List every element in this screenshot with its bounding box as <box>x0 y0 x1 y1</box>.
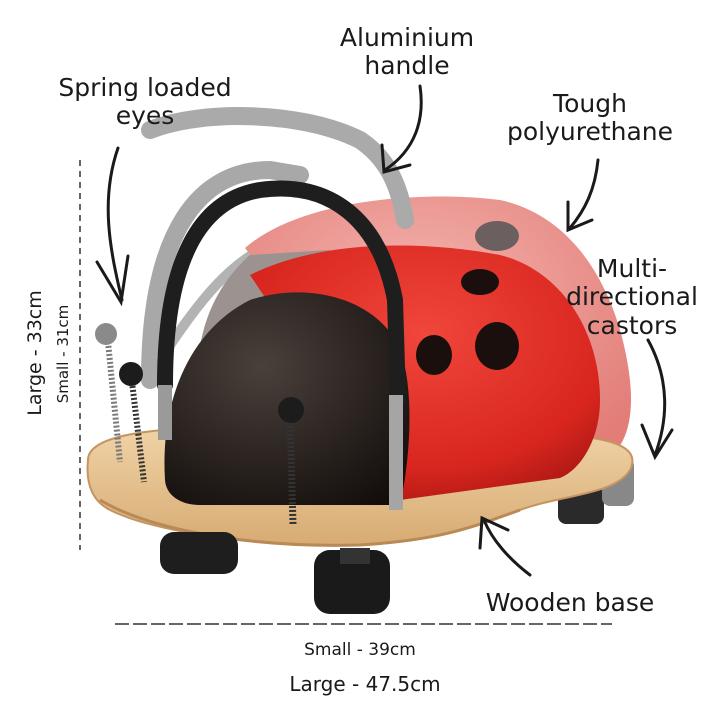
width-large-label: Large - 47.5cm <box>289 672 441 696</box>
castors-label: Multi- directional castors <box>552 254 712 340</box>
annotation-arrows <box>95 84 674 577</box>
handle-label: Aluminium handle <box>322 23 492 81</box>
dimension-lines <box>79 160 612 625</box>
height-small-label: Small - 31cm <box>54 304 72 404</box>
front-castors <box>160 532 390 614</box>
shell-line-1: Tough <box>553 89 627 118</box>
height-large-label: Large - 33cm <box>24 290 46 416</box>
spring-eyes-line-2: eyes <box>115 101 175 131</box>
handle-line-1: Aluminium <box>339 23 475 52</box>
spring-eyes-line-1: Spring loaded <box>58 73 232 102</box>
shell-line-2: polyurethane <box>506 117 674 147</box>
castors-line-1: Multi- <box>596 254 668 283</box>
castors-line-2: directional <box>566 282 698 312</box>
aluminium-handle <box>157 180 406 510</box>
shell-label: Tough polyurethane <box>490 89 690 147</box>
base-line: Wooden base <box>485 588 655 617</box>
handle-line-2: handle <box>364 51 450 81</box>
width-small-label: Small - 39cm <box>304 640 416 660</box>
castors-line-3: castors <box>586 310 678 340</box>
spring-eyes-label: Spring loaded eyes <box>40 73 250 131</box>
spring-eyes <box>95 323 304 525</box>
base-label: Wooden base <box>470 588 670 617</box>
